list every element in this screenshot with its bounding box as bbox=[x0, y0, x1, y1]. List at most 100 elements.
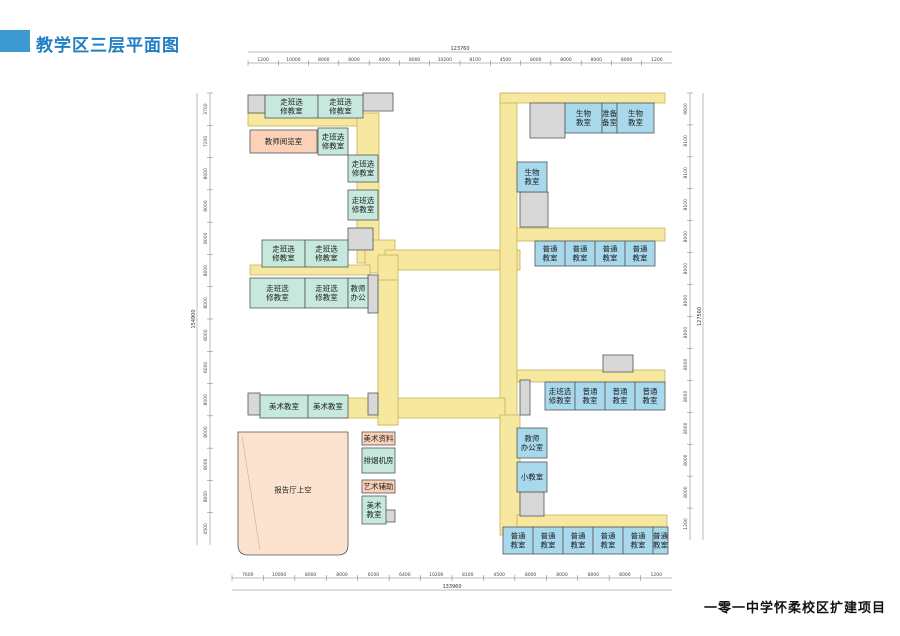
room-pt1 bbox=[534, 240, 566, 267]
left-dim-value: 7200 bbox=[203, 136, 209, 148]
bottom-dim-value: 8000 bbox=[336, 572, 348, 578]
service-block-4 bbox=[367, 274, 379, 314]
right-dim-value: 9600 bbox=[683, 103, 689, 115]
bottom-dim-value: 10000 bbox=[272, 572, 286, 578]
top-dim-value: 8000 bbox=[348, 57, 360, 63]
room-zbx2 bbox=[317, 94, 364, 119]
room-label-zbx7: 走班选修教室 bbox=[315, 244, 338, 263]
room-zbx7 bbox=[304, 239, 349, 268]
left-dim-value: 8000 bbox=[203, 200, 209, 212]
auditorium-stage-line bbox=[241, 435, 261, 551]
top-dim-value: 4500 bbox=[500, 57, 512, 63]
room-zbx5 bbox=[347, 189, 379, 221]
room-label-pt10: 普通教室 bbox=[571, 531, 586, 550]
room-pt11 bbox=[592, 526, 624, 555]
top-dim-value: 8000 bbox=[591, 57, 603, 63]
room-zbx3 bbox=[317, 127, 349, 156]
room-bio2 bbox=[616, 102, 655, 134]
room-label-bio1: 生物教室 bbox=[576, 108, 591, 127]
corridor-12 bbox=[377, 279, 399, 426]
bottom-dim-value: 7600 bbox=[242, 572, 254, 578]
room-label-pt4: 普通教室 bbox=[633, 244, 648, 263]
left-total-value: 154900 bbox=[191, 309, 197, 328]
room-label-bio3: 生物教室 bbox=[525, 167, 540, 186]
room-label-zbx3: 走班选修教室 bbox=[322, 132, 345, 151]
service-block-9 bbox=[247, 392, 261, 416]
room-auditorium bbox=[237, 431, 349, 556]
room-smoke_room bbox=[361, 447, 396, 474]
corridor-8 bbox=[516, 369, 666, 383]
room-pt7 bbox=[634, 381, 666, 411]
room-label-pt1: 普通教室 bbox=[543, 244, 558, 263]
room-label-prep: 准备备室 bbox=[602, 108, 617, 127]
room-bio1 bbox=[564, 102, 603, 134]
room-label-teacher_office_small: 教师办公 bbox=[351, 283, 366, 302]
left-dim-value: 6000 bbox=[203, 362, 209, 374]
service-block-6 bbox=[519, 191, 549, 228]
room-label-zbx10: 走班选修教室 bbox=[549, 386, 572, 405]
room-label-pt11: 普通教室 bbox=[601, 531, 616, 550]
room-label-pt5: 普通教室 bbox=[583, 386, 598, 405]
left-dim-value: 3700 bbox=[203, 103, 209, 115]
room-label-pt7: 普通教室 bbox=[643, 386, 658, 405]
left-dim-value: 4500 bbox=[203, 523, 209, 535]
room-zbx8 bbox=[249, 277, 306, 309]
room-label-pt6: 普通教室 bbox=[613, 386, 628, 405]
left-dim-value: 8000 bbox=[203, 329, 209, 341]
room-teacher_office_small bbox=[347, 277, 369, 309]
room-label-zbx9: 走班选修教室 bbox=[315, 283, 338, 302]
service-block-1 bbox=[247, 94, 266, 114]
room-teacher_reading bbox=[249, 129, 318, 154]
right-dim-value: 8000 bbox=[683, 390, 689, 402]
service-block-8 bbox=[367, 392, 379, 416]
corridor-5 bbox=[499, 92, 518, 444]
right-dim-value: 8100 bbox=[683, 135, 689, 147]
room-label-art3: 美术教室 bbox=[367, 500, 382, 519]
room-label-pt2: 普通教室 bbox=[573, 244, 588, 263]
bottom-dim-value: 1200 bbox=[651, 572, 663, 578]
room-label-zbx4: 走班选修教室 bbox=[352, 159, 375, 178]
left-dim-value: 8000 bbox=[203, 426, 209, 438]
top-total-value: 123760 bbox=[450, 46, 469, 52]
left-dim-value: 8000 bbox=[203, 168, 209, 180]
right-total-value: 127560 bbox=[697, 307, 703, 326]
right-dim-value: 8100 bbox=[683, 167, 689, 179]
service-block-5 bbox=[529, 102, 566, 139]
room-pt6 bbox=[604, 381, 636, 411]
right-dim-value: 8100 bbox=[683, 199, 689, 211]
right-dim-value: 8000 bbox=[683, 486, 689, 498]
top-dim-value: 8000 bbox=[560, 57, 572, 63]
right-dim-value: 8000 bbox=[683, 327, 689, 339]
corridor-6 bbox=[499, 92, 666, 104]
room-small_class bbox=[516, 461, 548, 493]
room-pt9 bbox=[532, 526, 564, 555]
room-label-pt13: 普通教室 bbox=[653, 531, 668, 550]
room-label-pt9: 普通教室 bbox=[541, 531, 556, 550]
room-label-zbx2: 走班选修教室 bbox=[329, 97, 352, 116]
right-dim-value: 8000 bbox=[683, 295, 689, 307]
top-dim-value: 1200 bbox=[257, 57, 269, 63]
room-pt4 bbox=[624, 240, 656, 267]
room-label-pt8: 普通教室 bbox=[511, 531, 526, 550]
room-zbx9 bbox=[304, 277, 349, 309]
bottom-dim-value: 6400 bbox=[399, 572, 411, 578]
room-bio3 bbox=[516, 161, 548, 193]
room-label-zbx6: 走班选修教室 bbox=[272, 244, 295, 263]
room-label-teacher_reading: 教师阅览室 bbox=[265, 136, 303, 146]
room-art2 bbox=[307, 394, 349, 419]
bottom-dim-value: 8000 bbox=[556, 572, 568, 578]
left-dim-value: 8000 bbox=[203, 458, 209, 470]
room-art3 bbox=[361, 495, 387, 525]
room-art_aux bbox=[361, 479, 396, 494]
left-dim-value: 8000 bbox=[203, 394, 209, 406]
top-dim-value: 10000 bbox=[286, 57, 300, 63]
room-label-art2: 美术教室 bbox=[313, 401, 343, 411]
top-dim-value: 8000 bbox=[621, 57, 633, 63]
top-dim-value: 8100 bbox=[469, 57, 481, 63]
left-dim-value: 8000 bbox=[203, 297, 209, 309]
right-dim-value: 8000 bbox=[683, 454, 689, 466]
left-dim-value: 8000 bbox=[203, 232, 209, 244]
top-dim-value: 4000 bbox=[379, 57, 391, 63]
top-dim-value: 8000 bbox=[318, 57, 330, 63]
